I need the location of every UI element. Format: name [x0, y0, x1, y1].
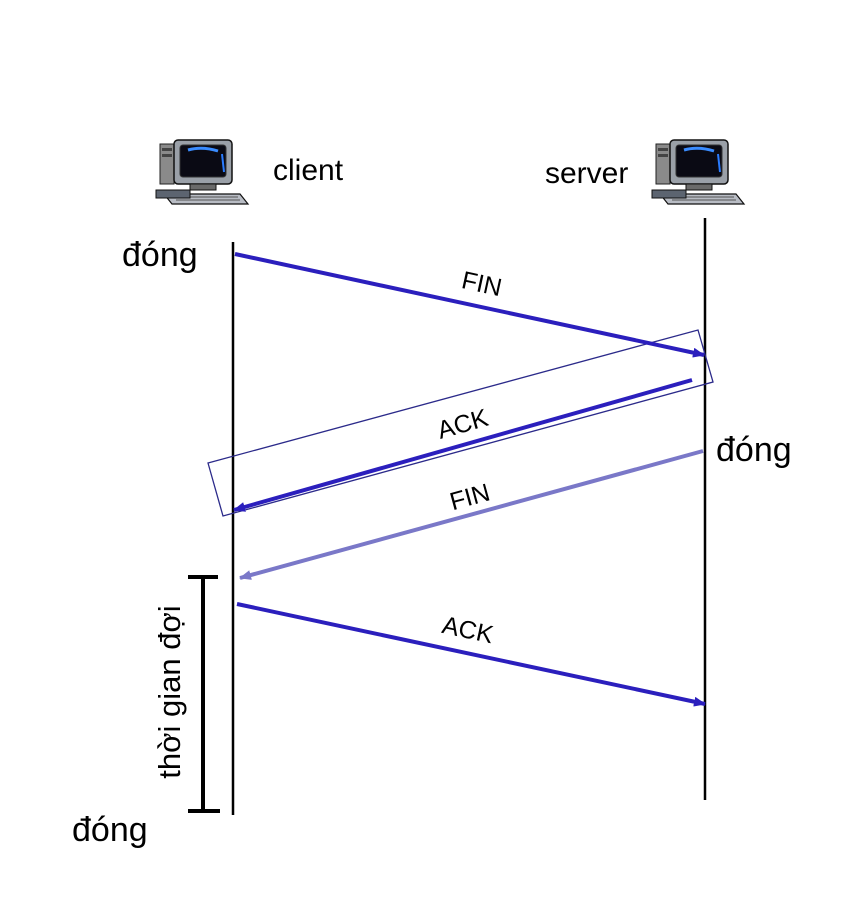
server-close-label: đóng: [716, 431, 792, 469]
ack-arrow-server-to-client: [233, 378, 693, 512]
client-close-label: đóng: [122, 236, 198, 274]
wait-time-label: thời gian đợi: [152, 605, 187, 778]
final-close-label: đóng: [72, 811, 148, 849]
client-computer-icon: [154, 138, 250, 206]
fin-arrow-client-to-server: [234, 252, 705, 358]
fin-label-1: FIN: [459, 266, 504, 302]
ack-highlight-box: [207, 329, 714, 517]
client-label: client: [273, 154, 344, 187]
server-label: server: [545, 157, 628, 190]
ack-label-2: ACK: [440, 611, 496, 649]
server-computer-icon: [650, 138, 746, 206]
wait-bracket: [188, 575, 220, 813]
fin-arrow-server-to-client: [239, 449, 704, 580]
ack-arrow-client-to-server: [236, 602, 706, 707]
